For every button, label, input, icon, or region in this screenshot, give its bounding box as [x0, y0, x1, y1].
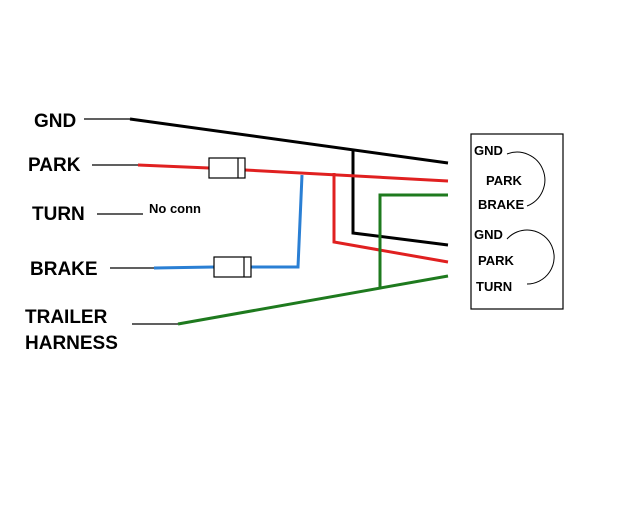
connector-bottom-park: PARK	[478, 253, 514, 268]
connector-bottom-turn: TURN	[476, 279, 512, 294]
label-turn: TURN	[32, 204, 85, 225]
socket-top-arc	[506, 151, 546, 207]
diode-brake	[213, 256, 252, 278]
brake-wires	[153, 174, 304, 270]
leader-lines	[84, 118, 178, 325]
connector-box	[470, 133, 564, 310]
ground-wire-main	[129, 117, 449, 165]
trailer-wires	[177, 193, 449, 326]
brake-wire-in	[153, 265, 215, 270]
trailer-wire-branch	[378, 193, 448, 288]
park-wire-out	[244, 168, 449, 183]
connector-top-gnd: GND	[474, 143, 503, 158]
label-park: PARK	[28, 155, 81, 176]
ground-wires	[129, 117, 449, 247]
connector-top-brake: BRAKE	[478, 197, 525, 212]
trailer-wire-main	[177, 274, 449, 326]
socket-bottom-arc	[506, 229, 555, 285]
brake-wire-out	[251, 174, 304, 269]
connector-top-park: PARK	[486, 173, 522, 188]
connector-bottom-gnd: GND	[474, 227, 503, 242]
label-gnd: GND	[34, 111, 76, 132]
park-wire-branch	[332, 173, 449, 264]
label-no-conn: No conn	[149, 201, 201, 216]
label-trailer: TRAILER	[25, 307, 108, 328]
ground-wire-branch	[351, 149, 449, 247]
park-wire-in	[137, 163, 210, 170]
park-wires	[137, 163, 449, 264]
diode-park	[208, 157, 246, 179]
label-brake: BRAKE	[30, 259, 98, 280]
label-harness: HARNESS	[25, 333, 118, 354]
